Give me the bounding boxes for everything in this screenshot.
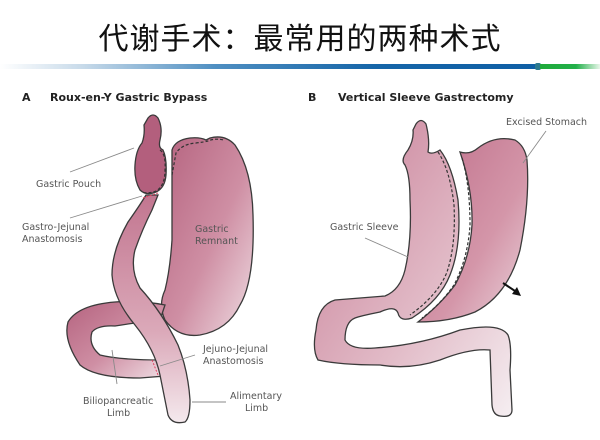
label-gastric-remnant-1: Gastric	[195, 224, 229, 235]
label-gastric-remnant-2: Remnant	[195, 236, 238, 247]
panel-a-title: Roux-en-Y Gastric Bypass	[50, 91, 208, 104]
leader-gastric-pouch	[69, 147, 135, 173]
leader-excised-stomach	[522, 130, 547, 164]
panel-a: A Roux-en-Y Gastric Bypass Gastric Pouch…	[22, 91, 282, 424]
gastric-sleeve-shape	[313, 119, 513, 418]
label-gastric-pouch: Gastric Pouch	[36, 179, 101, 190]
label-jejuno-jejunal-2: Anastomosis	[203, 356, 263, 367]
panel-a-letter: A	[22, 91, 31, 104]
panel-b: B Vertical Sleeve Gastrectomy Excised St…	[308, 91, 587, 418]
gastro-jejunal-anastomosis-mark	[142, 192, 159, 199]
label-biliopancreatic-2: Limb	[107, 408, 130, 419]
leader-gastric-sleeve	[364, 237, 409, 258]
panel-b-title: Vertical Sleeve Gastrectomy	[338, 91, 514, 104]
label-alimentary-2: Limb	[245, 403, 268, 414]
leader-jejuno-jejunal	[159, 354, 196, 367]
label-gastric-sleeve: Gastric Sleeve	[330, 222, 399, 233]
label-gastro-jejunal-1: Gastro-Jejunal	[22, 222, 89, 233]
leader-biliopancreatic	[111, 349, 118, 385]
label-jejuno-jejunal-1: Jejuno-Jejunal	[202, 344, 268, 355]
excision-arrow-icon	[512, 287, 521, 296]
panel-b-letter: B	[308, 91, 316, 104]
gastric-pouch-shape	[134, 114, 167, 195]
title-divider-green	[540, 64, 600, 69]
jejuno-jejunal-anastomosis-mark	[151, 359, 159, 376]
label-gastro-jejunal-2: Anastomosis	[22, 234, 82, 245]
title-divider-marker	[535, 63, 541, 70]
alimentary-limb-shape	[111, 194, 191, 424]
label-excised-stomach: Excised Stomach	[506, 117, 587, 128]
remnant-staple-line	[171, 138, 225, 176]
label-biliopancreatic-1: Biliopancreatic	[83, 396, 153, 407]
leader-gastro-jejunal	[69, 195, 143, 219]
excised-staple-line	[421, 157, 471, 319]
label-alimentary-1: Alimentary	[230, 391, 282, 402]
title-divider-blue	[0, 64, 538, 69]
sleeve-staple-line	[409, 151, 455, 316]
slide-title: 代谢手术：最常用的两种术式	[98, 22, 502, 57]
